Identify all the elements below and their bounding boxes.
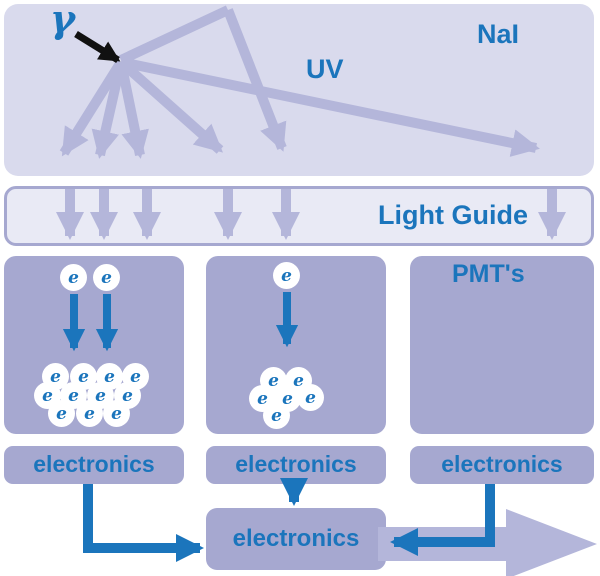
electron: e — [93, 264, 120, 291]
electron: e — [76, 400, 103, 427]
electronics-left-box — [4, 446, 184, 484]
uv-label: UV — [306, 54, 344, 84]
electron: e — [34, 382, 61, 409]
electronics-main-label: electronics — [232, 525, 360, 552]
electron: e — [273, 262, 300, 289]
electron: e — [48, 400, 75, 427]
electronics-main-box — [206, 508, 386, 570]
electron: e — [60, 264, 87, 291]
electronics-middle-box — [206, 446, 386, 484]
nai-label: NaI — [477, 19, 520, 49]
electron: e — [263, 402, 290, 429]
signal-wire-left — [83, 484, 204, 563]
light-guide-label: Light Guide — [378, 200, 528, 230]
electronics-left-label: electronics — [33, 451, 155, 477]
electronics-right-box — [410, 446, 594, 484]
signal-wire-right — [390, 484, 495, 556]
gamma-symbol: γ — [50, 0, 76, 41]
pmts-label: PMT's — [452, 260, 525, 288]
output-arrow — [378, 509, 597, 576]
electron: e — [297, 384, 324, 411]
electronics-right-label: electronics — [441, 451, 563, 477]
electron: e — [103, 400, 130, 427]
pmt-right-panel — [410, 256, 594, 434]
electronics-middle-label: electronics — [235, 451, 357, 477]
